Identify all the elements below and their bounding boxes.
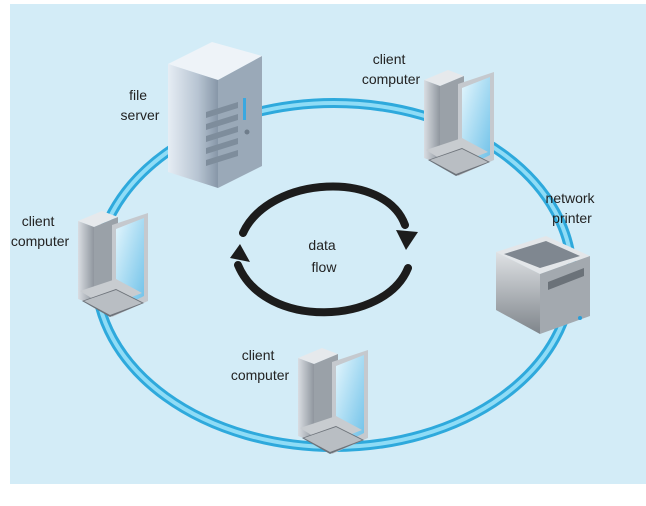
client-computer-top-label: client computer — [362, 51, 421, 87]
file-server-icon — [168, 42, 262, 188]
network-printer-label: network printer — [546, 190, 599, 226]
data-flow-arrows-icon — [230, 182, 418, 317]
client-computer-icon — [298, 348, 368, 454]
client-computer-icon — [424, 70, 494, 176]
network-printer-icon — [496, 236, 590, 334]
data-flow-label: data flow — [308, 237, 339, 275]
client-computer-bottom-label: client computer — [231, 347, 290, 383]
client-computer-left-label: client computer — [11, 213, 70, 249]
client-computer-icon — [78, 211, 148, 317]
file-server-label: file server — [121, 87, 160, 123]
